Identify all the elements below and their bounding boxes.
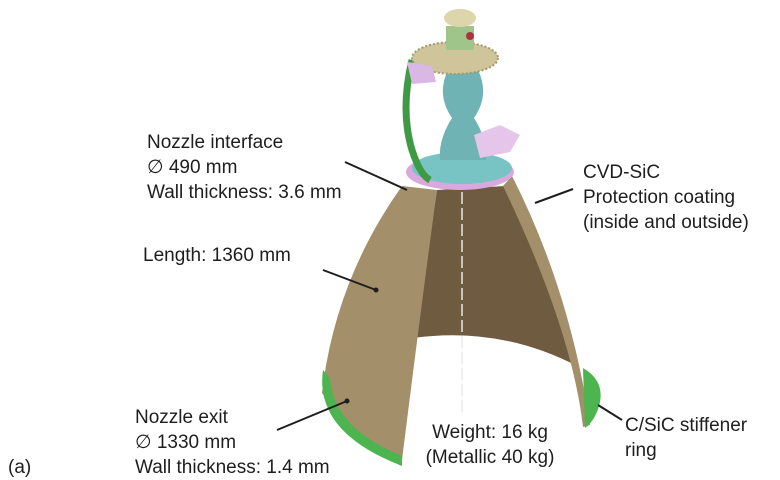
valve-red bbox=[466, 32, 474, 40]
stiffener-ring-left bbox=[322, 370, 402, 466]
label-line: Wall thickness: 3.6 mm bbox=[147, 182, 342, 203]
nozzle-interface-label: Nozzle interface ∅ 490 mm Wall thickness… bbox=[147, 130, 342, 205]
stiffener-label: C/SiC stiffener ring bbox=[625, 413, 747, 463]
nozzle-inner-wall bbox=[413, 186, 577, 366]
leader-dot bbox=[373, 287, 379, 293]
label-line: ring bbox=[625, 440, 657, 461]
leader-dot bbox=[344, 398, 350, 404]
label-line: C/SiC stiffener bbox=[625, 415, 748, 436]
valve-right-icon bbox=[474, 125, 520, 158]
length-label: Length: 1360 mm bbox=[143, 245, 291, 266]
injector-gear bbox=[411, 41, 499, 75]
nozzle-exit-label: Nozzle exit ∅ 1330 mm Wall thickness: 1.… bbox=[135, 405, 330, 480]
label-line: CVD-SiC bbox=[583, 162, 661, 183]
figure-label: (a) bbox=[8, 457, 32, 478]
weight-label: Weight: 16 kg (Metallic 40 kg) bbox=[415, 420, 565, 470]
label-line: Protection coating bbox=[583, 187, 736, 208]
label-line: ∅ 490 mm bbox=[147, 157, 238, 178]
label-line: (Metallic 40 kg) bbox=[425, 447, 555, 468]
label-line: Weight: 16 kg bbox=[432, 422, 548, 443]
flange bbox=[412, 152, 512, 184]
nozzle-left-panel bbox=[322, 186, 437, 460]
valve-left-icon bbox=[407, 62, 436, 84]
coating-label: CVD-SiC Protection coating (inside and o… bbox=[583, 160, 749, 235]
label-line: ∅ 1330 mm bbox=[135, 432, 237, 453]
label-line: Wall thickness: 1.4 mm bbox=[135, 457, 330, 478]
label-line: Nozzle exit bbox=[135, 407, 228, 428]
injector-cap bbox=[444, 9, 476, 27]
stiffener-ring-right bbox=[583, 368, 601, 428]
label-line: Nozzle interface bbox=[147, 132, 284, 153]
leader-lines bbox=[276, 161, 623, 431]
nozzle-right-panel bbox=[503, 176, 590, 427]
label-line: (inside and outside) bbox=[583, 212, 749, 233]
combustion-chamber bbox=[439, 70, 487, 160]
feed-pipe bbox=[402, 59, 432, 184]
